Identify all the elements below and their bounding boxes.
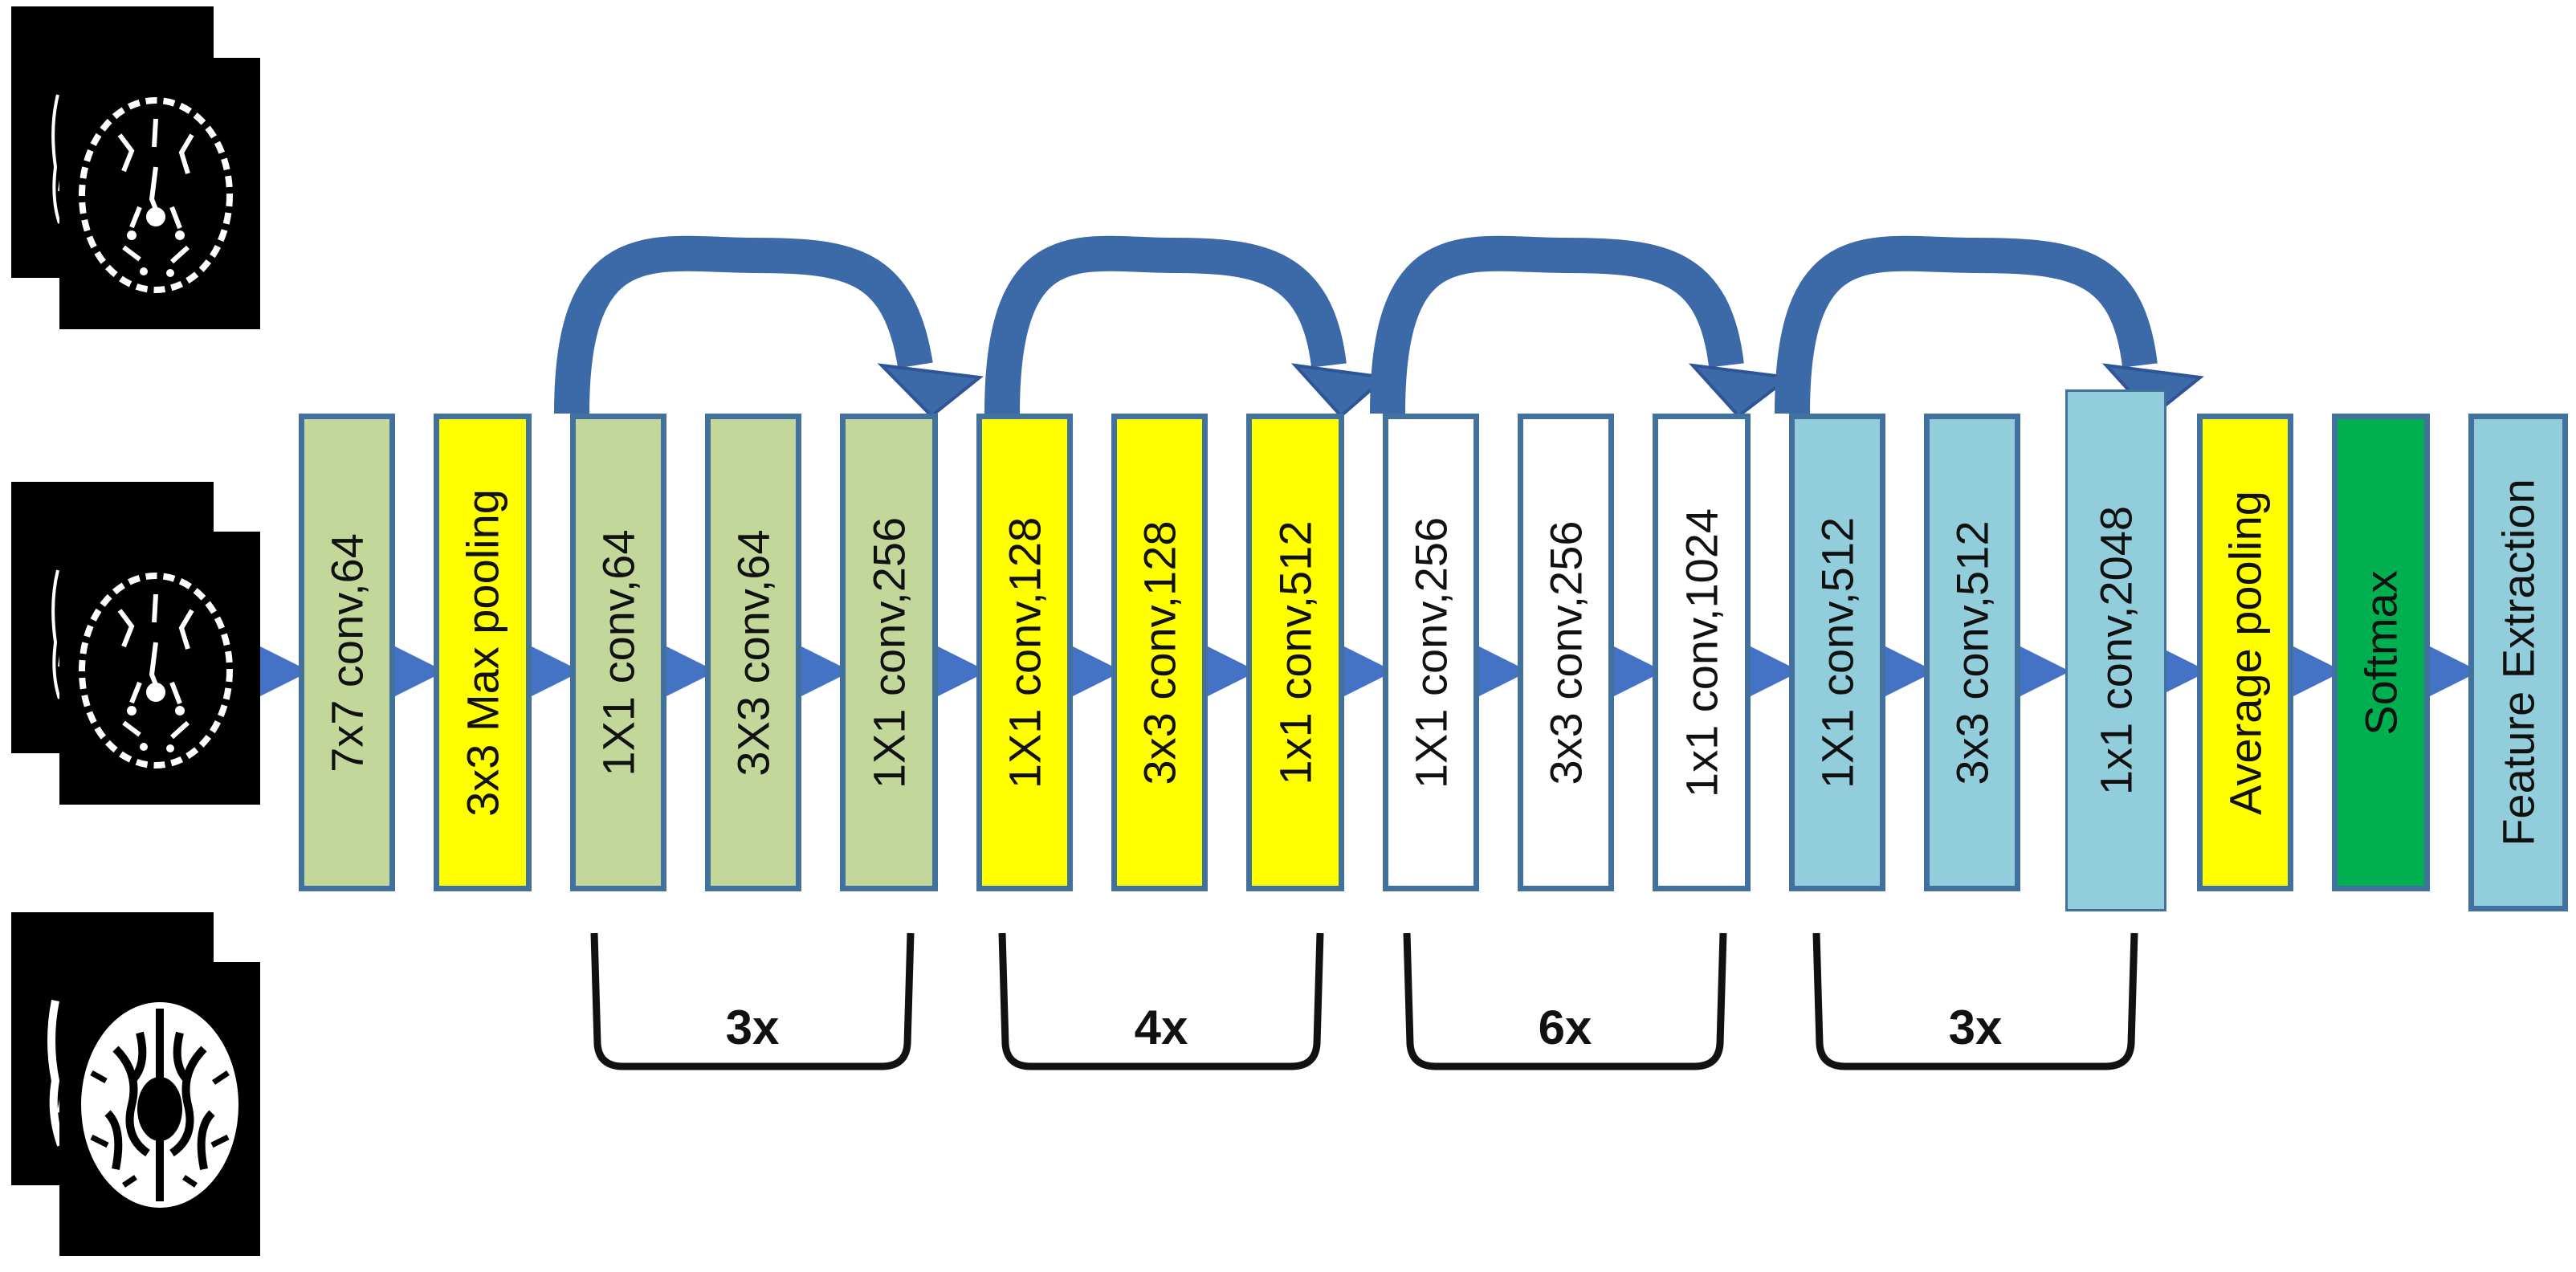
input-scan-1 xyxy=(11,6,260,329)
skip-arrow-stage-3 xyxy=(1370,235,1794,418)
layer-label: Softmax xyxy=(2355,569,2407,736)
layer-block-s1-conv2: 3X3 conv,64 xyxy=(705,414,801,891)
layer-block-softmax: Softmax xyxy=(2332,414,2430,891)
layer-block-conv7x7: 7x7 conv,64 xyxy=(299,414,395,891)
skip-arrow-stage-1 xyxy=(554,235,984,418)
layer-label: 1X1 conv,512 xyxy=(1812,516,1863,789)
layer-label: 7x7 conv,64 xyxy=(321,532,373,773)
input-scan-2 xyxy=(11,482,260,805)
repeat-bracket xyxy=(998,932,1324,1070)
input-scan-3 xyxy=(11,912,260,1256)
layer-block-s3-conv2: 3x3 conv,256 xyxy=(1518,414,1614,891)
brain-scan-image xyxy=(11,6,260,329)
layer-block-s4-conv1: 1X1 conv,512 xyxy=(1789,414,1885,891)
repeat-label-stage-3: 6x xyxy=(1538,1001,1592,1054)
layer-block-s4-conv2: 3x3 conv,512 xyxy=(1924,414,2020,891)
repeat-bracket xyxy=(1812,932,2138,1070)
repeat-bracket xyxy=(590,932,915,1070)
layer-label: 3X3 conv,64 xyxy=(728,528,779,777)
repeat-bracket xyxy=(1403,932,1727,1070)
layer-label: 1x1 conv,512 xyxy=(1270,520,1321,785)
layer-block-s2-conv3: 1x1 conv,512 xyxy=(1246,414,1344,891)
brain-scan-image xyxy=(11,912,260,1256)
layer-label: 3x3 Max pooling xyxy=(457,488,508,817)
layer-label: 1x1 conv,1024 xyxy=(1676,508,1727,797)
layer-label: Feature Extraction xyxy=(2492,479,2544,846)
layer-block-s3-conv3: 1x1 conv,1024 xyxy=(1653,414,1751,891)
repeat-label-stage-1: 3x xyxy=(725,1001,780,1054)
layer-block-feature-extraction: Feature Extraction xyxy=(2468,414,2568,911)
layer-label: 1X1 conv,256 xyxy=(1405,516,1457,789)
layer-label: 1X1 conv,128 xyxy=(999,516,1050,789)
layer-block-s2-conv2: 3x3 conv,128 xyxy=(1111,414,1208,891)
layer-block-s1-conv1: 1X1 conv,64 xyxy=(570,414,666,891)
layer-label: 3x3 conv,256 xyxy=(1540,520,1592,785)
layer-label: 3x3 conv,128 xyxy=(1134,520,1185,785)
layer-block-s3-conv1: 1X1 conv,256 xyxy=(1383,414,1479,891)
layer-block-avgpool: Average pooling xyxy=(2197,414,2293,891)
layer-block-maxpool: 3x3 Max pooling xyxy=(434,414,532,891)
layer-label: Average pooling xyxy=(2219,490,2271,815)
layer-block-s1-conv3: 1X1 conv,256 xyxy=(840,414,938,891)
repeat-label-stage-4: 3x xyxy=(1948,1001,2003,1054)
layer-label: 1x1 conv,2048 xyxy=(2090,505,2142,796)
layer-label: 1X1 conv,64 xyxy=(593,528,644,777)
skip-arrow-stage-2 xyxy=(984,235,1389,418)
layer-label: 3x3 conv,512 xyxy=(1946,520,1998,785)
brain-scan-image xyxy=(11,482,260,805)
repeat-label-stage-2: 4x xyxy=(1134,1001,1188,1054)
layer-label: 1X1 conv,256 xyxy=(863,516,915,789)
layer-block-s2-conv1: 1X1 conv,128 xyxy=(976,414,1073,891)
layer-block-s4-conv3: 1x1 conv,2048 xyxy=(2065,389,2166,911)
